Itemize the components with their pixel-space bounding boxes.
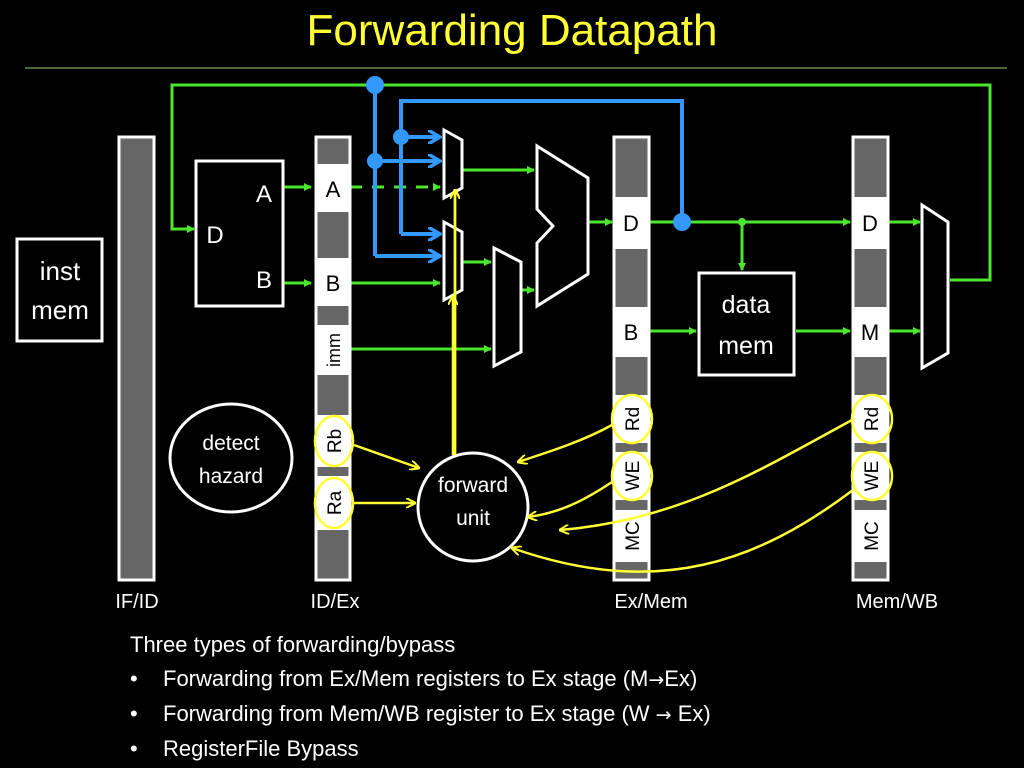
idex-ra-highlight [313, 476, 355, 530]
svg-text:mem: mem [31, 295, 89, 325]
regfile-d-label: D [206, 222, 223, 249]
regfile-b-label: B [256, 267, 272, 294]
mux-imm [492, 245, 523, 369]
exmem-b-label: B [624, 320, 639, 345]
memwb-d-label: D [862, 211, 878, 236]
exmem-rd-label: Rd [623, 407, 644, 431]
notes-bullet: Forwarding from Mem/WB register to Ex st… [130, 697, 711, 732]
mux-writeback [920, 202, 950, 371]
memwb-we-label: WE [862, 461, 883, 492]
if-id-register [117, 135, 156, 582]
exmem-we-highlight [610, 450, 654, 502]
forward-junction [673, 213, 691, 231]
svg-text:mem: mem [718, 332, 774, 360]
forward-junction [393, 129, 409, 145]
junction-dot [738, 218, 746, 226]
forwarding-paths [373, 85, 684, 256]
idex-rb-label: Rb [325, 429, 346, 453]
svg-text:inst: inst [40, 256, 81, 286]
alu [535, 143, 590, 309]
idex-imm-label: imm [324, 333, 344, 367]
notes-bullet: Forwarding from Ex/Mem registers to Ex s… [130, 662, 711, 697]
right-arrow-icon: → [648, 669, 665, 691]
memwb-rd-highlight [850, 393, 894, 445]
mux-b [442, 219, 464, 303]
page-title: Forwarding Datapath [306, 6, 718, 55]
inst-mem-block: inst mem [15, 237, 104, 343]
svg-text:unit: unit [456, 507, 490, 530]
regfile-a-label: A [256, 181, 272, 208]
svg-text:data: data [722, 291, 771, 319]
svg-text:hazard: hazard [199, 465, 263, 488]
idex-rb-highlight [313, 414, 355, 468]
svg-text:forward: forward [438, 474, 508, 497]
idex-rb-slot [317, 415, 349, 467]
forward-junction [367, 153, 383, 169]
memwb-mc-label: MC [862, 521, 883, 551]
idex-b-slot [317, 258, 349, 306]
exmem-mc-label: MC [623, 521, 644, 551]
forward-path-ex-mem [399, 99, 684, 222]
notes-heading: Three types of forwarding/bypass [130, 632, 456, 657]
stage-label-if-id: IF/ID [115, 591, 159, 613]
stage-label-id-ex: ID/Ex [310, 591, 360, 613]
memwb-m-label: M [861, 320, 879, 345]
notes-bullet: RegisterFile Bypass [130, 732, 711, 766]
idex-imm-slot [317, 325, 349, 375]
notes: Three types of forwarding/bypass Forward… [130, 628, 711, 766]
mem-wb-register [851, 135, 890, 582]
right-arrow-icon: → [655, 704, 672, 726]
idex-b-label: B [326, 271, 341, 296]
exmem-rd-highlight [610, 393, 654, 445]
forward-junction [366, 76, 384, 94]
writeback-wire [170, 83, 992, 282]
exmem-d-label: D [623, 211, 639, 236]
stage-label-mem-wb: Mem/WB [855, 591, 939, 613]
id-ex-register [314, 135, 352, 582]
exmem-we-label: WE [623, 461, 644, 492]
data-mem-block: data mem [697, 271, 796, 377]
register-file-block: D A B [194, 159, 285, 308]
register-field-labels: A B imm Rb Ra D B Rd WE MC D M Rd WE MC [324, 177, 883, 551]
idex-a-label: A [326, 177, 341, 202]
svg-text:detect: detect [202, 432, 259, 455]
memwb-we-highlight [850, 450, 894, 502]
forward-unit-block: forward unit [416, 451, 530, 563]
detect-hazard-block: detect hazard [168, 402, 294, 514]
stage-label-ex-mem: Ex/Mem [614, 591, 688, 613]
idex-ra-label: Ra [325, 490, 346, 515]
idex-a-slot [317, 164, 349, 212]
control-signals [313, 190, 894, 573]
memwb-rd-label: Rd [862, 407, 883, 431]
ex-mem-register [612, 135, 651, 582]
mux-a [442, 127, 464, 201]
